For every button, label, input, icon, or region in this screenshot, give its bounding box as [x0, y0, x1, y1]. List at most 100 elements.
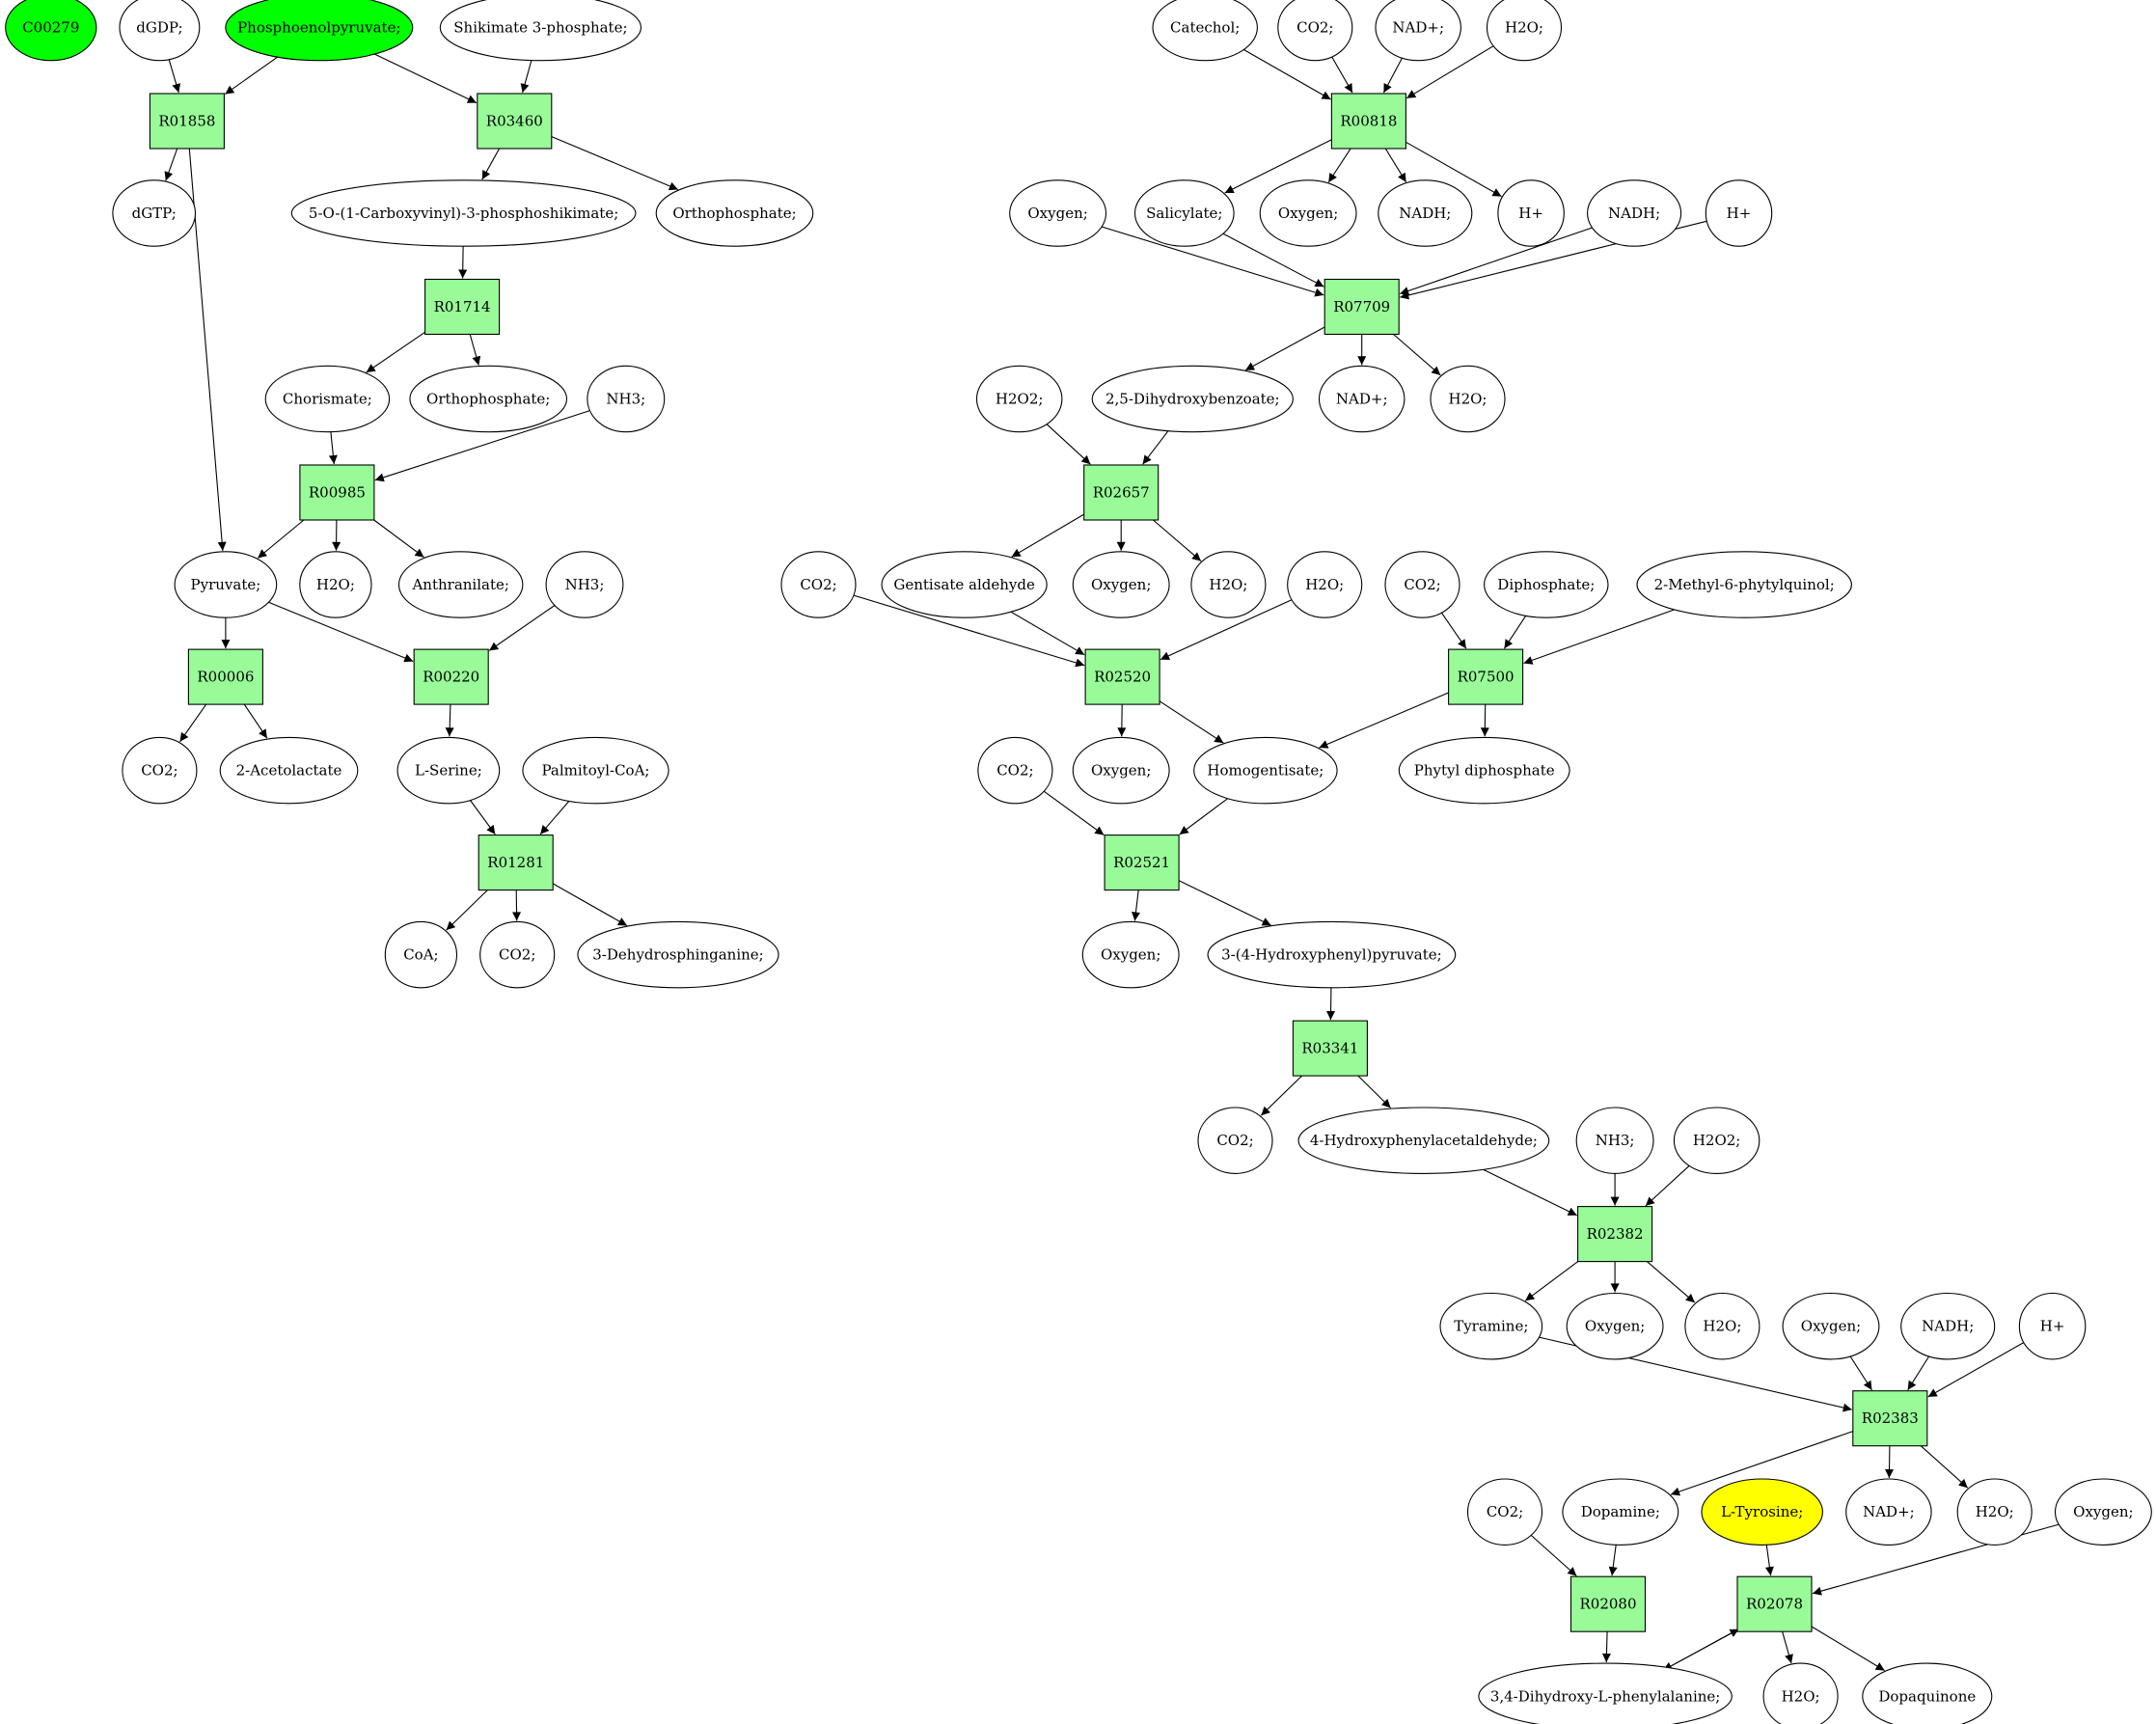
reaction-node-r02657[interactable]: R02657 — [1083, 464, 1160, 521]
metabolite-node-nad[interactable]: NAD+; — [1318, 365, 1405, 433]
metabolite-node-co2[interactable]: CO2; — [977, 736, 1053, 805]
metabolite-node-h[interactable]: H+ — [2018, 1292, 2087, 1360]
metabolite-node-nh3[interactable]: NH3; — [1575, 1107, 1654, 1174]
metabolite-node-palmitoyl-coa[interactable]: Palmitoyl-CoA; — [522, 736, 669, 805]
metabolite-node-c00279[interactable]: C00279 — [5, 0, 97, 62]
metabolite-node-co2[interactable]: CO2; — [122, 736, 198, 805]
metabolite-node-oxygen[interactable]: Oxygen; — [1072, 736, 1170, 805]
metabolite-node-co2[interactable]: CO2; — [1197, 1107, 1273, 1174]
metabolite-node-h2o[interactable]: H2O; — [1287, 551, 1363, 618]
metabolite-ellipse — [977, 736, 1053, 805]
metabolite-node-h2o[interactable]: H2O; — [1762, 1662, 1839, 1724]
metabolite-ellipse — [1287, 551, 1363, 618]
metabolite-label: Palmitoyl-CoA; — [542, 762, 650, 780]
metabolite-node-dgtp[interactable]: dGTP; — [112, 179, 197, 247]
metabolite-node-h2o[interactable]: H2O; — [1486, 0, 1563, 62]
metabolite-node-h2o[interactable]: H2O; — [1430, 365, 1506, 433]
reaction-node-r02080[interactable]: R02080 — [1569, 1575, 1647, 1632]
metabolite-node-oxygen[interactable]: Oxygen; — [1072, 551, 1170, 618]
reaction-node-r01281[interactable]: R01281 — [478, 835, 554, 891]
reaction-node-r02383[interactable]: R02383 — [1852, 1390, 1928, 1447]
metabolite-node-oxygen[interactable]: Oxygen; — [1566, 1292, 1664, 1360]
reaction-node-r02521[interactable]: R02521 — [1104, 835, 1180, 891]
reaction-node-r02520[interactable]: R02520 — [1084, 648, 1160, 705]
reaction-label: R02080 — [1579, 1596, 1636, 1613]
metabolite-node-co2[interactable]: CO2; — [479, 920, 556, 989]
metabolite-node-4-hydroxyphenylacetaldehyde[interactable]: 4-Hydroxyphenylacetaldehyde; — [1297, 1107, 1550, 1174]
metabolite-node-oxygen[interactable]: Oxygen; — [1782, 1292, 1880, 1360]
metabolite-node-salicylate[interactable]: Salicylate; — [1133, 179, 1235, 247]
reaction-node-r01858[interactable]: R01858 — [149, 93, 225, 150]
reaction-node-r01714[interactable]: R01714 — [424, 278, 501, 336]
metabolite-node-2-acetolactate[interactable]: 2-Acetolactate — [219, 736, 359, 805]
metabolite-node-co2[interactable]: CO2; — [1466, 1478, 1543, 1546]
metabolite-node-diphosphate[interactable]: Diphosphate; — [1484, 551, 1609, 618]
metabolite-node-nad[interactable]: NAD+; — [1845, 1478, 1932, 1546]
reaction-node-r02078[interactable]: R02078 — [1736, 1575, 1813, 1632]
reaction-node-r00006[interactable]: R00006 — [187, 648, 263, 705]
reaction-node-r03341[interactable]: R03341 — [1292, 1020, 1368, 1077]
metabolite-node-h[interactable]: H+ — [1497, 179, 1565, 247]
metabolite-node-nad[interactable]: NAD+; — [1375, 0, 1461, 62]
metabolite-node-h2o[interactable]: H2O; — [1684, 1292, 1760, 1360]
metabolite-node-homogentisate[interactable]: Homogentisate; — [1193, 736, 1338, 805]
metabolite-node-shikimate-3-phosphate[interactable]: Shikimate 3-phosphate; — [439, 0, 642, 62]
metabolite-node-h2o2[interactable]: H2O2; — [1673, 1107, 1760, 1174]
metabolite-node-dopamine[interactable]: Dopamine; — [1562, 1478, 1679, 1546]
metabolite-node-dgdp[interactable]: dGDP; — [119, 0, 201, 62]
metabolite-node-h2o[interactable]: H2O; — [299, 551, 372, 618]
metabolite-node-chorismate[interactable]: Chorismate; — [264, 365, 391, 433]
metabolite-node-phytyl-diphosphate[interactable]: Phytyl diphosphate — [1398, 736, 1570, 805]
metabolite-node-coa[interactable]: CoA; — [384, 920, 458, 989]
metabolite-node-3-4-hydroxyphenyl-pyruvate[interactable]: 3-(4-Hydroxyphenyl)pyruvate; — [1207, 920, 1457, 989]
metabolite-node-h2o2[interactable]: H2O2; — [975, 365, 1063, 433]
reaction-node-r07500[interactable]: R07500 — [1448, 648, 1524, 705]
metabolite-node-anthranilate[interactable]: Anthranilate; — [397, 551, 524, 618]
metabolite-node-h2o[interactable]: H2O; — [1956, 1478, 2033, 1546]
metabolite-node-tyramine[interactable]: Tyramine; — [1439, 1292, 1543, 1360]
reaction-node-r03460[interactable]: R03460 — [477, 93, 553, 150]
metabolite-node-h[interactable]: H+ — [1705, 179, 1773, 247]
metabolite-ellipse — [1782, 1292, 1880, 1360]
reaction-node-r07709[interactable]: R07709 — [1324, 278, 1400, 336]
metabolite-node-3-dehydrosphinganine[interactable]: 3-Dehydrosphinganine; — [577, 920, 779, 989]
metabolite-node-oxygen[interactable]: Oxygen; — [1009, 179, 1107, 247]
metabolite-node-orthophosphate[interactable]: Orthophosphate; — [655, 179, 814, 247]
reaction-node-r00818[interactable]: R00818 — [1330, 93, 1406, 150]
metabolite-node-co2[interactable]: CO2; — [1277, 0, 1353, 62]
metabolite-label: L-Serine; — [415, 762, 482, 780]
reaction-box — [1083, 464, 1160, 521]
metabolite-node-3-4-dihydroxy-l-phenylalanine[interactable]: 3,4-Dihydroxy-L-phenylalanine; — [1478, 1662, 1733, 1724]
metabolite-node-oxygen[interactable]: Oxygen; — [1259, 179, 1357, 247]
metabolite-node-2-methyl-6-phytylquinol[interactable]: 2-Methyl-6-phytylquinol; — [1636, 551, 1852, 618]
metabolite-node-nadh[interactable]: NADH; — [1587, 179, 1682, 247]
metabolite-node-gentisate-aldehyde[interactable]: Gentisate aldehyde — [881, 551, 1048, 618]
reaction-node-r00985[interactable]: R00985 — [299, 464, 375, 521]
reaction-node-r02382[interactable]: R02382 — [1577, 1206, 1653, 1263]
metabolite-node-l-serine[interactable]: L-Serine; — [396, 736, 501, 805]
metabolite-node-nh3[interactable]: NH3; — [545, 551, 624, 618]
metabolite-node-co2[interactable]: CO2; — [1384, 551, 1460, 618]
metabolite-node-co2[interactable]: CO2; — [780, 551, 857, 618]
edge-cat-to-r00818 — [1243, 49, 1331, 100]
metabolite-ellipse — [290, 179, 637, 247]
metabolite-node-2-5-dihydroxybenzoate[interactable]: 2,5-Dihydroxybenzoate; — [1091, 365, 1294, 433]
metabolite-ellipse — [225, 0, 414, 62]
metabolite-node-5-o-1-carboxyvinyl-3-phosphoshikimate[interactable]: 5-O-(1-Carboxyvinyl)-3-phosphoshikimate; — [290, 179, 637, 247]
metabolite-node-nh3[interactable]: NH3; — [587, 365, 666, 433]
metabolite-node-catechol[interactable]: Catechol; — [1152, 0, 1258, 62]
edge-pep-to-r03460 — [374, 53, 478, 104]
metabolite-node-phosphoenolpyruvate[interactable]: Phosphoenolpyruvate; — [225, 0, 414, 62]
metabolite-node-pyruvate[interactable]: Pyruvate; — [174, 551, 278, 618]
reaction-node-r00220[interactable]: R00220 — [413, 648, 489, 705]
metabolite-node-nadh[interactable]: NADH; — [1378, 179, 1473, 247]
metabolite-node-nadh[interactable]: NADH; — [1900, 1292, 1996, 1360]
metabolite-ellipse — [780, 551, 857, 618]
edge-r00818-to-sal — [1224, 139, 1332, 194]
metabolite-node-oxygen[interactable]: Oxygen; — [2054, 1478, 2152, 1546]
metabolite-node-oxygen[interactable]: Oxygen; — [1081, 920, 1180, 989]
metabolite-node-h2o[interactable]: H2O; — [1190, 551, 1267, 618]
metabolite-node-orthophosphate[interactable]: Orthophosphate; — [409, 365, 568, 433]
metabolite-node-l-tyrosine[interactable]: L-Tyrosine; — [1701, 1478, 1823, 1546]
metabolite-node-dopaquinone[interactable]: Dopaquinone — [1862, 1662, 1993, 1724]
